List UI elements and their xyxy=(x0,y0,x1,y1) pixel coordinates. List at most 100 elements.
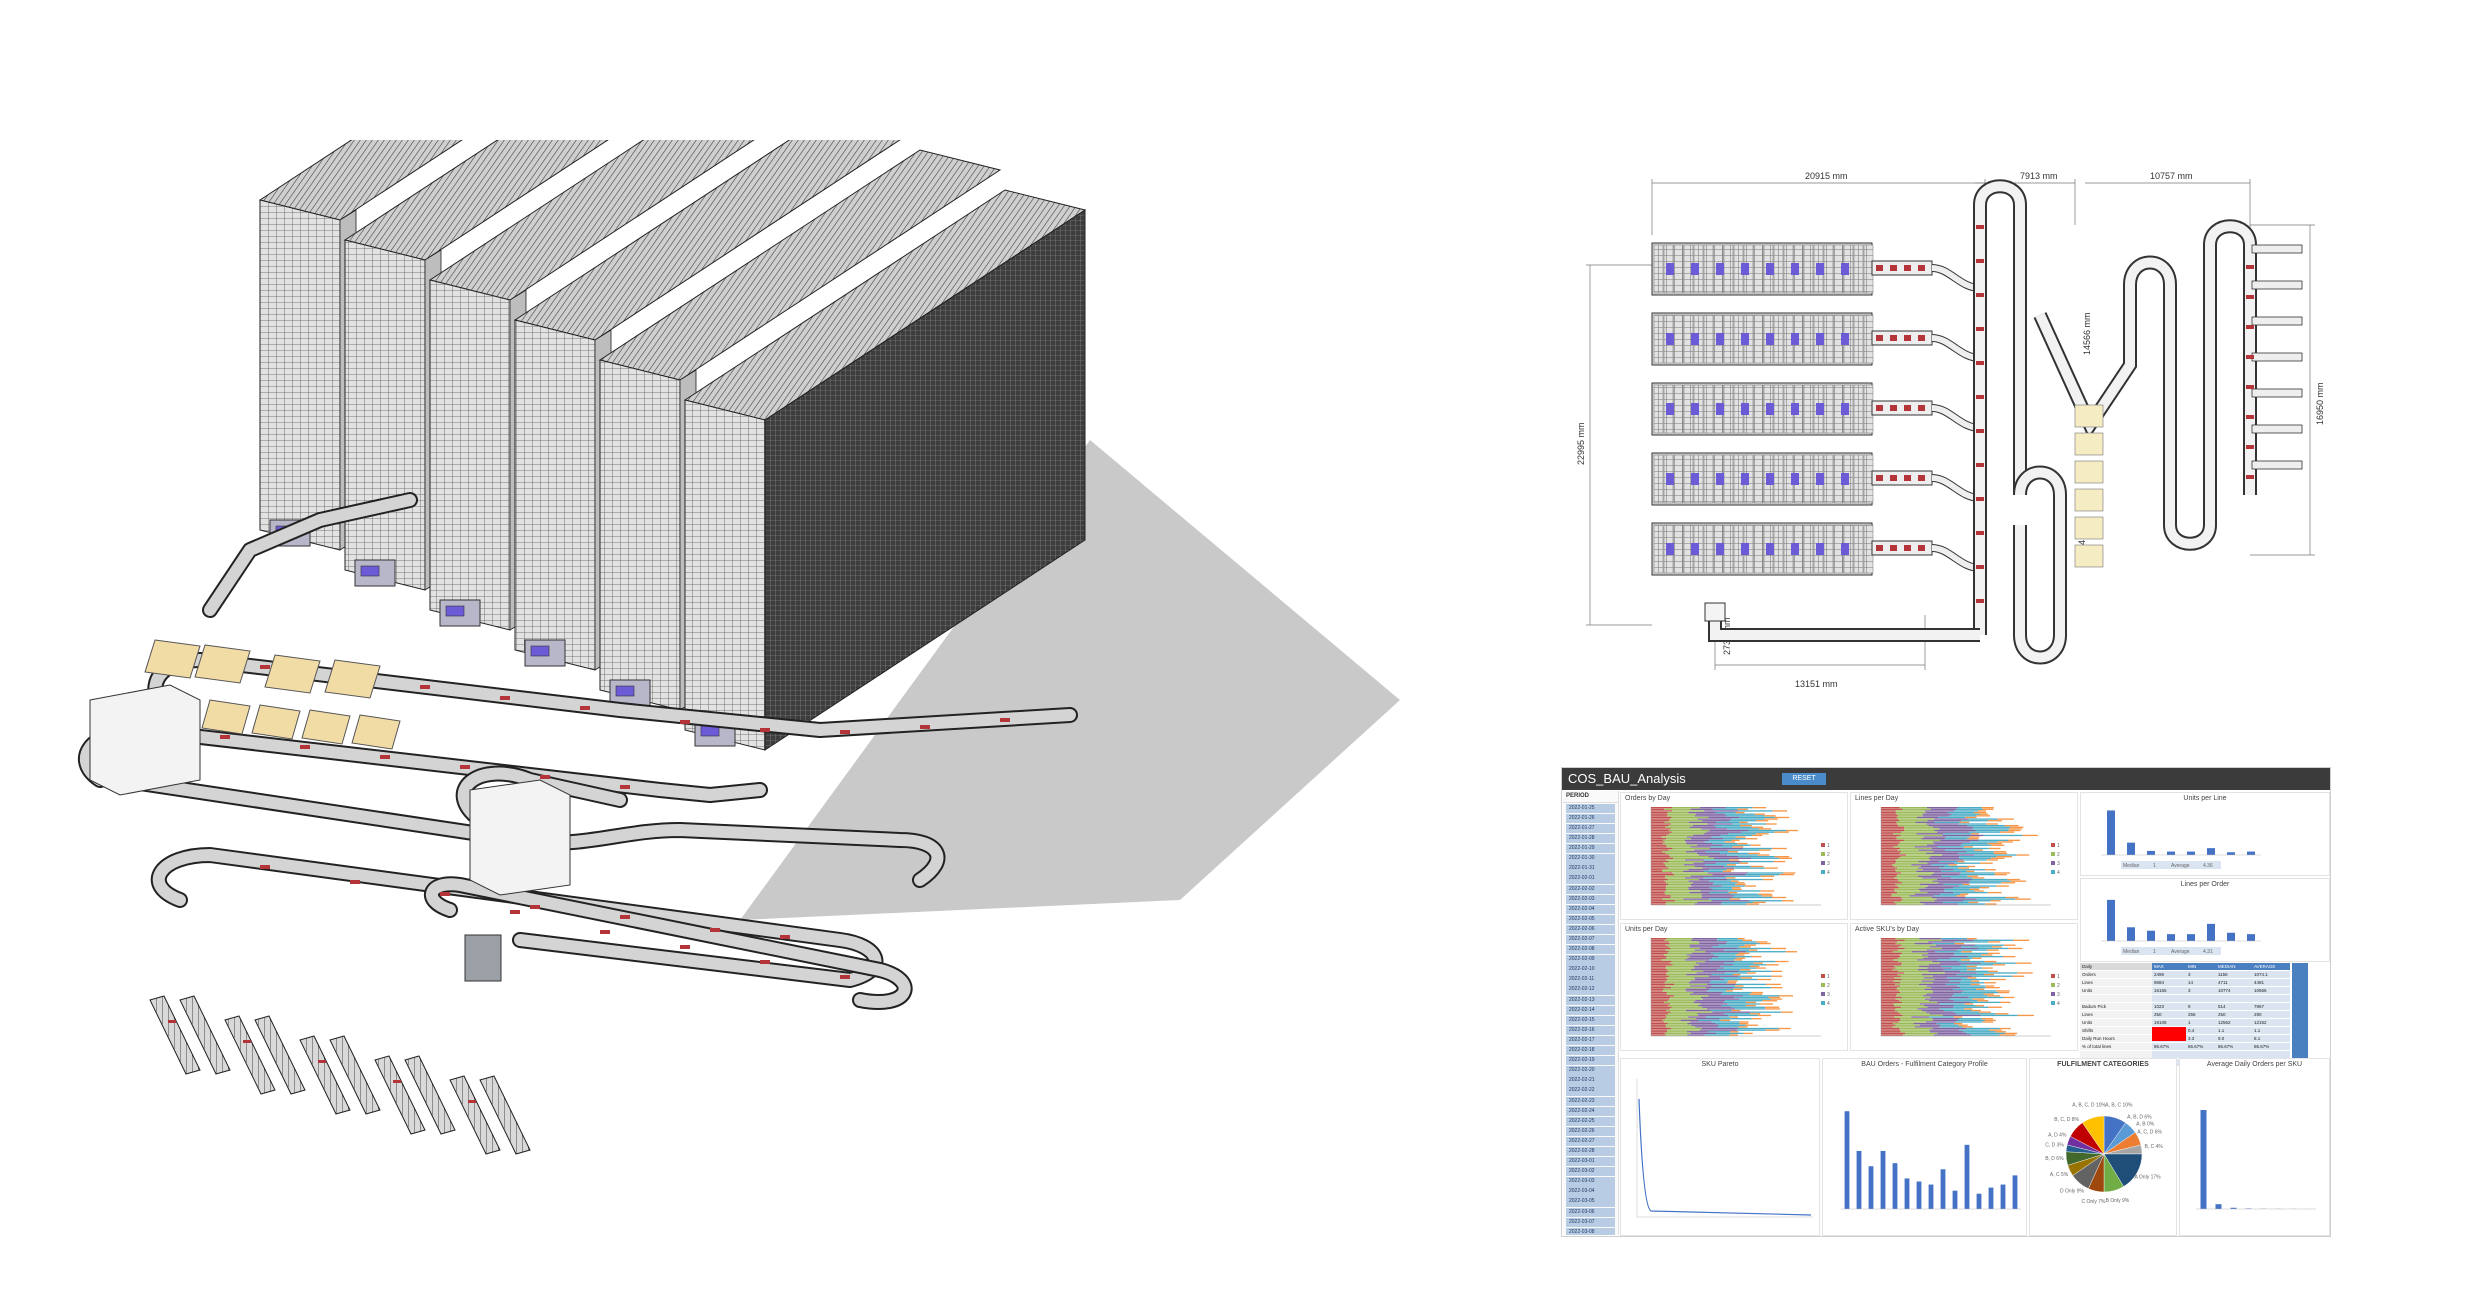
slicer-item[interactable]: 2022-02-13 xyxy=(1566,995,1615,1005)
slicer-item[interactable]: 2022-02-27 xyxy=(1566,1136,1615,1147)
slicer-item[interactable]: 2022-01-25 xyxy=(1566,803,1615,814)
stacked-bar-segment xyxy=(1881,852,1900,855)
slicer-item[interactable]: 2022-02-18 xyxy=(1566,1046,1615,1056)
slicer-item[interactable]: 2022-02-07 xyxy=(1566,935,1615,945)
slicer-item[interactable]: 2022-02-04 xyxy=(1566,904,1615,915)
stacked-bar-segment xyxy=(1881,1011,1899,1013)
slicer-item[interactable]: 2022-03-07 xyxy=(1566,1217,1615,1227)
stacked-bar-segment xyxy=(1712,957,1737,959)
stacked-bar-segment xyxy=(1901,962,1940,964)
slicer-item[interactable]: 2022-02-28 xyxy=(1566,1146,1615,1157)
slicer-item[interactable]: 2022-01-26 xyxy=(1566,813,1615,824)
stacked-bar-segment xyxy=(1724,949,1750,951)
kpi-cell: 10774 xyxy=(2216,987,2252,994)
plan-pack-desk xyxy=(2074,432,2104,456)
slicer-item[interactable]: 2022-02-14 xyxy=(1566,1005,1615,1015)
stacked-bar-segment xyxy=(1671,816,1709,819)
slicer-item[interactable]: 2022-02-06 xyxy=(1566,924,1615,935)
slicer-item[interactable]: 2022-02-11 xyxy=(1566,975,1615,985)
stacked-bar-segment xyxy=(1945,849,1975,851)
slicer-item[interactable]: 2022-03-03 xyxy=(1566,1177,1615,1187)
slicer-item[interactable]: 2022-02-21 xyxy=(1566,1076,1615,1086)
stacked-bar-segment xyxy=(1666,965,1694,968)
stacked-bar-segment xyxy=(1698,878,1728,881)
stacked-bar-segment xyxy=(1740,977,1753,979)
slicer-item[interactable]: 2022-03-05 xyxy=(1566,1197,1615,1207)
slicer-item[interactable]: 2022-03-04 xyxy=(1566,1187,1615,1197)
plan-tote xyxy=(1816,473,1824,485)
units-per-day-title: Units per Day xyxy=(1625,926,1668,933)
stacked-bar-segment xyxy=(1965,816,1977,819)
units-per-line-title: Units per Line xyxy=(2183,795,2227,802)
stacked-bar-segment xyxy=(1896,875,1918,877)
stacked-bar-segment xyxy=(1670,828,1702,830)
slicer-item[interactable]: 2022-02-12 xyxy=(1566,985,1615,995)
stacked-bar-segment xyxy=(1964,1003,1974,1005)
stat-row xyxy=(2121,947,2221,955)
stacked-bar-segment xyxy=(1765,823,1777,825)
slicer-item[interactable]: 2022-02-16 xyxy=(1566,1025,1615,1036)
slicer-item[interactable]: 2022-02-08 xyxy=(1566,945,1615,955)
stacked-bar-segment xyxy=(1997,818,2014,820)
stacked-bar-segment xyxy=(1897,973,1923,976)
stacked-bar-segment xyxy=(1967,824,2005,827)
stacked-bar-segment xyxy=(1727,878,1763,881)
slicer-item[interactable]: 2022-01-31 xyxy=(1566,864,1615,874)
stacked-bar-segment xyxy=(1881,1004,1895,1007)
slicer-item[interactable]: 2022-02-20 xyxy=(1566,1066,1615,1076)
stacked-bar-segment xyxy=(1664,891,1690,894)
stacked-bar-segment xyxy=(1881,903,1897,905)
stacked-bar-segment xyxy=(1651,1000,1668,1002)
stacked-bar-segment xyxy=(1709,839,1732,841)
stacked-bar-segment xyxy=(1994,872,2011,874)
slicer-item[interactable]: 2022-02-26 xyxy=(1566,1126,1615,1137)
slicer-item[interactable]: 2022-02-01 xyxy=(1566,874,1615,884)
slicer-item[interactable]: 2022-02-24 xyxy=(1566,1106,1615,1116)
stacked-bar-segment xyxy=(1745,1001,1757,1004)
stacked-bar-segment xyxy=(1714,954,1736,956)
average-label: Average xyxy=(2171,949,2190,955)
slicer-item[interactable]: 2022-03-02 xyxy=(1566,1167,1615,1177)
slicer-item[interactable]: 2022-03-01 xyxy=(1566,1157,1615,1167)
stacked-bar-segment xyxy=(1881,823,1898,825)
slicer-item[interactable]: 2022-02-05 xyxy=(1566,914,1615,925)
slicer-item[interactable]: 2022-02-23 xyxy=(1566,1096,1615,1106)
slicer-item[interactable]: 2022-02-17 xyxy=(1566,1035,1615,1046)
stacked-bar-segment xyxy=(1894,1009,1922,1012)
slicer-item[interactable]: 2022-02-15 xyxy=(1566,1015,1615,1026)
stacked-bar-segment xyxy=(1651,957,1667,959)
stacked-bar-segment xyxy=(1932,982,1961,984)
stacked-bar-segment xyxy=(1738,975,1772,977)
stacked-bar-segment xyxy=(1901,952,1929,955)
rack-front-face xyxy=(429,279,511,631)
slicer-item[interactable]: 2022-02-02 xyxy=(1566,884,1615,894)
slicer-item[interactable]: 2022-02-09 xyxy=(1566,955,1615,965)
legend-label: 3 xyxy=(2057,861,2060,867)
slicer-item[interactable]: 2022-02-03 xyxy=(1566,894,1615,904)
stacked-bar-segment xyxy=(1899,1019,1934,1021)
bar xyxy=(1844,1111,1850,1209)
stacked-bar-segment xyxy=(1927,955,1968,958)
stacked-bar-segment xyxy=(1686,842,1713,845)
slicer-item[interactable]: 2022-01-28 xyxy=(1566,834,1615,844)
stacked-bar-segment xyxy=(1964,1008,1973,1010)
slicer-item[interactable]: 2022-01-29 xyxy=(1566,844,1615,854)
slicer-item[interactable]: 2022-02-25 xyxy=(1566,1116,1615,1126)
stacked-bar-segment xyxy=(1651,1008,1670,1010)
slicer-item[interactable]: 2022-02-22 xyxy=(1566,1086,1615,1096)
legend-swatch xyxy=(1821,992,1825,996)
stacked-bar-segment xyxy=(1899,1000,1929,1002)
slicer-item[interactable]: 2022-02-10 xyxy=(1566,965,1615,975)
slicer-item[interactable]: 2022-01-30 xyxy=(1566,854,1615,864)
slicer-item[interactable]: 2022-02-19 xyxy=(1566,1056,1615,1066)
stacked-bar-segment xyxy=(1699,964,1734,966)
slicer-item[interactable]: 2022-03-08 xyxy=(1566,1227,1615,1235)
slicer-item[interactable]: 2022-01-27 xyxy=(1566,823,1615,834)
right-outlet xyxy=(2251,460,2303,470)
outlet-marker xyxy=(1918,265,1925,271)
stacked-bar-segment xyxy=(1881,1031,1901,1033)
reset-button[interactable]: RESET xyxy=(1782,773,1826,785)
stacked-bar-segment xyxy=(1900,856,1931,858)
slicer-item[interactable]: 2022-03-06 xyxy=(1566,1207,1615,1217)
